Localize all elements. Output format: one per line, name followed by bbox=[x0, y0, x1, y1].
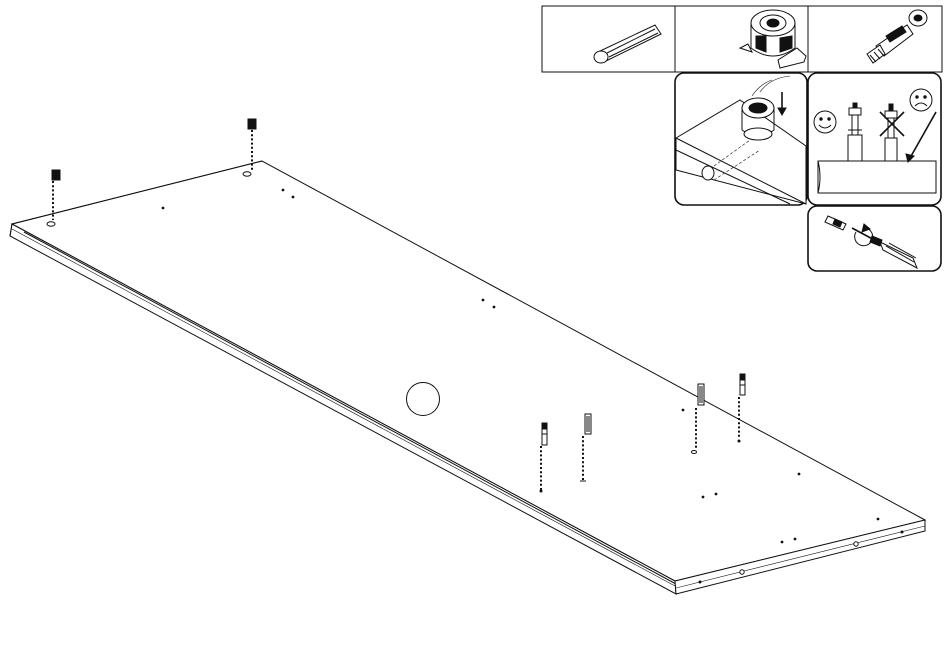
screwdriver-panel bbox=[808, 206, 941, 271]
edge-hole bbox=[901, 531, 903, 533]
cam-bolt-small-icon bbox=[825, 216, 846, 230]
edge-hole bbox=[699, 581, 701, 583]
cam-lock-insert-panel bbox=[675, 73, 807, 205]
cable-hole bbox=[407, 383, 440, 416]
screwdriver-icon bbox=[852, 228, 917, 268]
panel-board bbox=[10, 161, 925, 594]
smiley-icon bbox=[814, 111, 836, 133]
correct-bolt-icon bbox=[848, 103, 862, 161]
frown-icon bbox=[910, 89, 932, 111]
edge-hole bbox=[854, 542, 858, 546]
edge-hole bbox=[740, 570, 744, 574]
bolt-depth-panel bbox=[808, 73, 941, 205]
parts-strip bbox=[542, 6, 942, 72]
incorrect-bolt-icon bbox=[880, 104, 936, 162]
board-top-face bbox=[12, 161, 925, 581]
